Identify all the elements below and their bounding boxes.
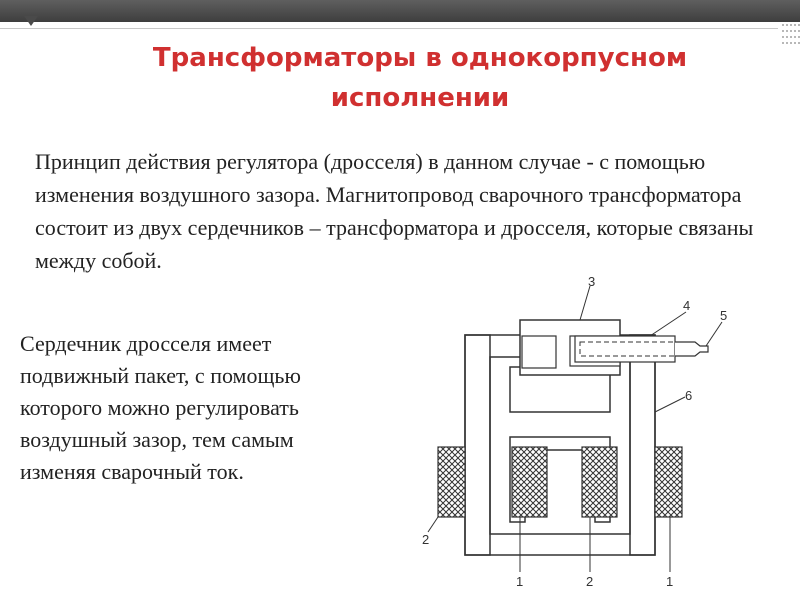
outer-core-right <box>629 334 656 556</box>
adjust-screw-tip <box>675 341 709 357</box>
slide-title: Трансформаторы в однокорпусном исполнени… <box>152 43 688 113</box>
paragraph-principle: Принцип действия регулятора (дросселя) в… <box>35 149 754 273</box>
corner-decoration <box>778 22 800 50</box>
diagram-label-6: 6 <box>685 388 692 403</box>
diagram-label-1-bottom-right: 1 <box>666 574 673 589</box>
diagram-label-4: 4 <box>683 298 690 313</box>
coil-center-left <box>511 446 548 518</box>
outer-core-left <box>464 334 491 556</box>
diagram-label-2-left: 2 <box>422 532 429 547</box>
coil-left-outer <box>437 446 466 518</box>
transformer-diagram: 3 4 5 6 2 1 2 1 <box>422 274 727 589</box>
adjust-screw-housing <box>574 335 676 363</box>
triangle-marker-icon <box>24 16 38 26</box>
paragraph-choke-core: Сердечник дросселя имеет подвижный пакет… <box>20 331 301 484</box>
coil-right-outer <box>654 446 683 518</box>
header-divider <box>0 22 778 29</box>
diagram-label-5: 5 <box>720 308 727 323</box>
movable-pack-inner <box>521 335 557 369</box>
diagram-label-2-bottom: 2 <box>586 574 593 589</box>
coil-center-right <box>581 446 618 518</box>
top-bar <box>0 0 800 22</box>
diagram-label-3: 3 <box>588 274 595 289</box>
diagram-label-1-bottom-left: 1 <box>516 574 523 589</box>
